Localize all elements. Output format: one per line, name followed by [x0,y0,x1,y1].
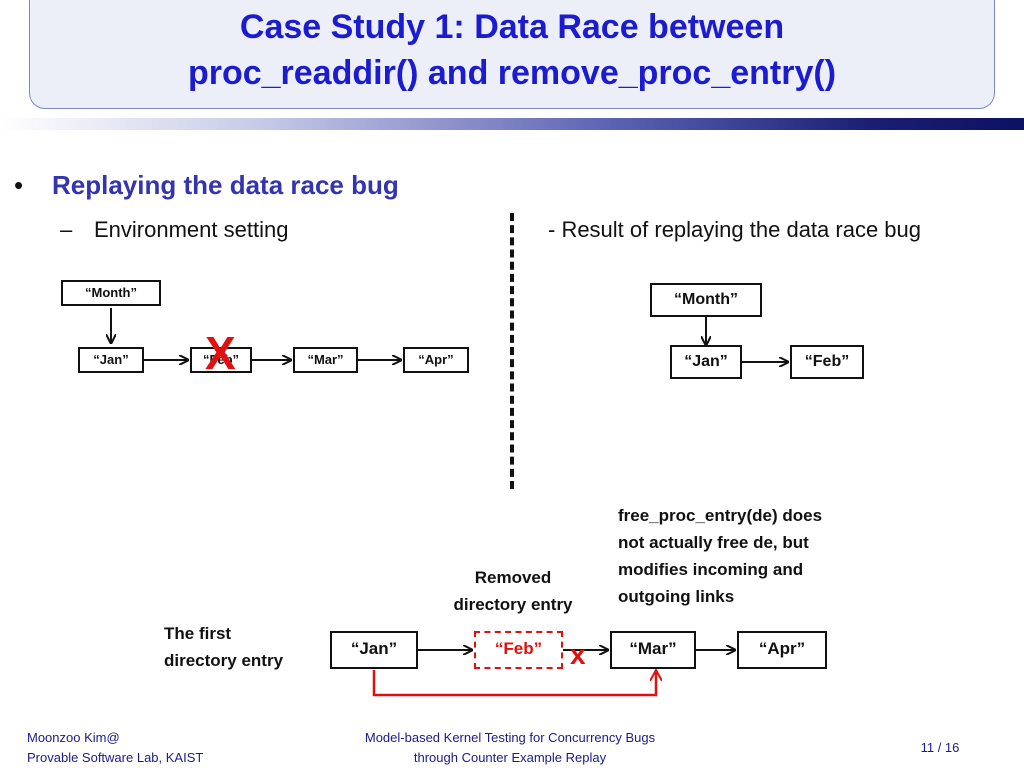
main-bullet: Replaying the data race bug [52,170,399,200]
title-gradient-band [0,118,1024,130]
result-heading: - Result of replaying the data race bug [548,217,922,242]
bottom-node-mar: “Mar” [610,631,696,669]
result-node-jan: “Jan” [670,345,742,379]
env-node-mar: “Mar” [293,347,358,373]
footer-talk-title: Model-based Kernel Testing for Concurren… [364,730,656,765]
result-node-month: “Month” [650,283,762,317]
title-line-2: proc_readdir() and remove_proc_entry() [187,54,837,92]
result-node-feb: “Feb” [790,345,864,379]
bottom-node-jan: “Jan” [330,631,418,669]
env-x-mark-icon: X [205,327,236,379]
dashed-divider [510,213,514,489]
page-number: 11 / 16 [920,740,960,755]
bottom-x-mark-icon: x [570,639,586,670]
title-line-1: Case Study 1: Data Race between [239,8,785,46]
sub-bullet-marker: – [60,217,73,242]
removed-entry-label: Removed directory entry [453,568,573,614]
title-box [29,0,995,109]
env-node-month: “Month” [61,280,161,306]
bottom-node-apr: “Apr” [737,631,827,669]
bottom-node-feb-removed: “Feb” [474,631,563,669]
bullet-marker: • [14,170,24,200]
env-node-jan: “Jan” [78,347,144,373]
sub-bullet-environment: Environment setting [94,217,289,242]
free-proc-entry-note: free_proc_entry(de) does not actually fr… [618,506,823,606]
slide-title: Case Study 1: Data Race between proc_rea… [29,4,995,96]
footer-author: Moonzoo Kim@ Provable Software Lab, KAIS… [27,730,204,765]
bottom-bypass-link [372,670,656,697]
env-node-feb: “Feb” [190,347,252,373]
env-node-apr: “Apr” [403,347,469,373]
first-entry-label: The first directory entry [164,624,284,670]
